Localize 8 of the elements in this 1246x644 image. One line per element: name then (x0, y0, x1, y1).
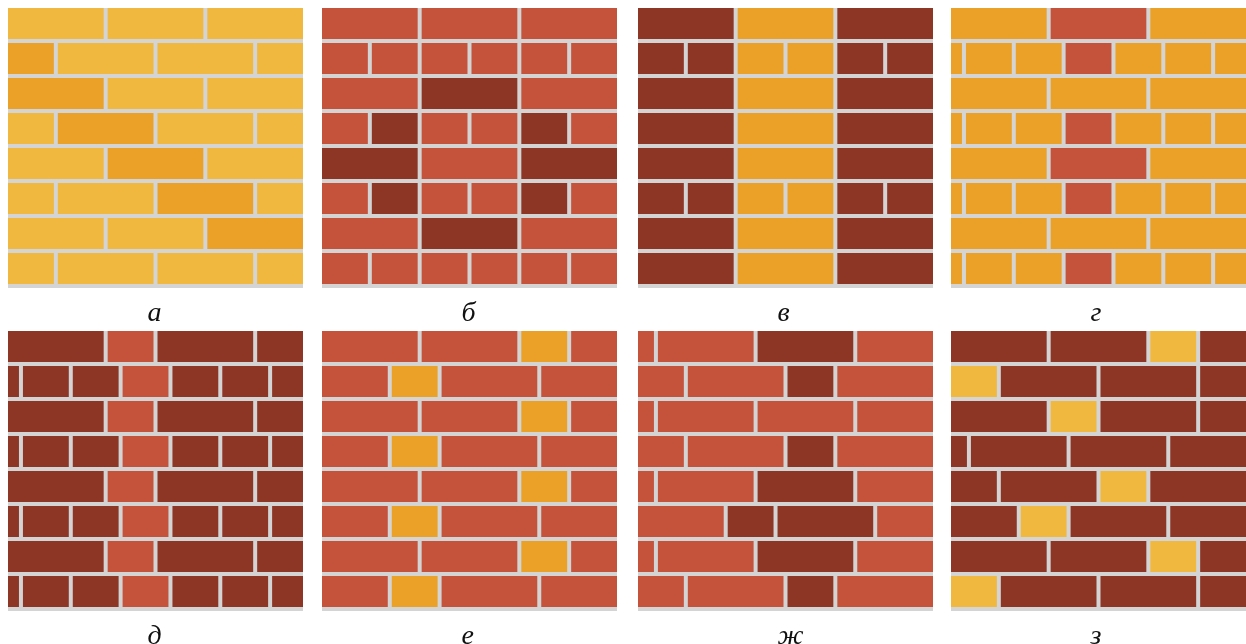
panel-caption: з (1090, 621, 1102, 644)
panel-caption: г (1090, 298, 1102, 326)
panel-caption: б (461, 298, 476, 326)
panel-caption: е (461, 621, 474, 644)
panel-caption: д (147, 621, 162, 644)
panel-caption: ж (777, 621, 804, 644)
panel-caption: а (147, 298, 162, 326)
panel-caption: в (777, 298, 790, 326)
